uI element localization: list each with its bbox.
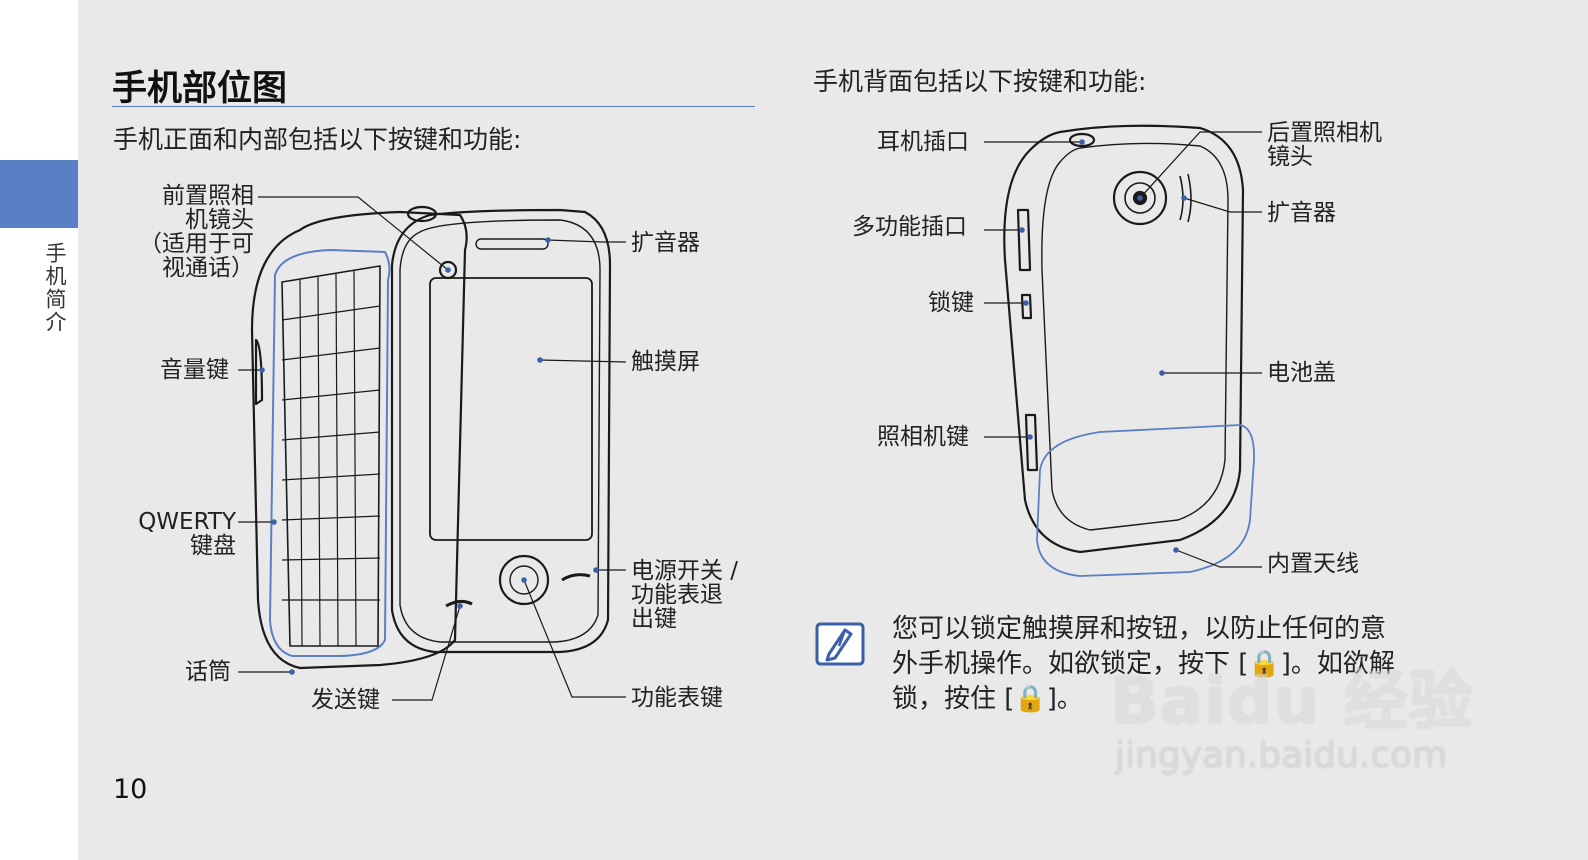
title-underline <box>112 106 755 107</box>
label-volume-key: 音量键 <box>160 357 229 383</box>
label-camera-key: 照相机键 <box>877 424 969 450</box>
baidu-watermark: Baidu 经验 <box>1110 665 1474 739</box>
label-lock-key: 锁键 <box>928 290 974 316</box>
label-qwerty: QWERTY 键盘 <box>138 509 236 559</box>
label-multi-jack: 多功能插口 <box>852 214 967 240</box>
content-background <box>78 0 1588 860</box>
note-icon <box>815 622 865 666</box>
note-line: 您可以锁定触摸屏和按钮，以防止任何的意 <box>892 614 1387 644</box>
page-title: 手机部位图 <box>112 69 288 109</box>
label-rear-camera: 后置照相机 镜头 <box>1267 120 1382 170</box>
back-intro: 手机背面包括以下按键和功能: <box>813 67 1147 96</box>
label-antenna: 内置天线 <box>1267 551 1359 577</box>
label-front-camera: 前置照相 机镜头 （适用于可 视通话） <box>139 183 254 281</box>
chapter-tab <box>0 160 78 228</box>
label-battery-cover: 电池盖 <box>1267 360 1336 386</box>
back-phone-illustration <box>1003 124 1255 577</box>
label-rear-speaker: 扩音器 <box>1267 200 1336 226</box>
label-front-speaker: 扩音器 <box>631 230 700 256</box>
label-mouthpiece: 话筒 <box>185 659 231 685</box>
label-menu-key: 功能表键 <box>631 685 723 711</box>
note-line: 锁，按住 [🔒]。 <box>892 684 1083 714</box>
chapter-label: 手机简介 <box>43 242 67 334</box>
note-line: 外手机操作。如欲锁定，按下 [🔒]。如欲解 <box>892 649 1395 679</box>
label-power-key: 电源开关 / 功能表退 出键 <box>631 558 739 632</box>
label-headset-jack: 耳机插口 <box>877 129 969 155</box>
label-touchscreen: 触摸屏 <box>631 349 700 375</box>
label-send-key: 发送键 <box>311 687 380 713</box>
page-number: 10 <box>113 774 148 805</box>
front-phone-illustration <box>250 205 612 670</box>
front-intro: 手机正面和内部包括以下按键和功能: <box>113 125 522 154</box>
baidu-watermark-url: jingyan.baidu.com <box>1115 735 1448 776</box>
lock-note: 您可以锁定触摸屏和按钮，以防止任何的意 外手机操作。如欲锁定，按下 [🔒]。如欲… <box>892 612 1452 717</box>
